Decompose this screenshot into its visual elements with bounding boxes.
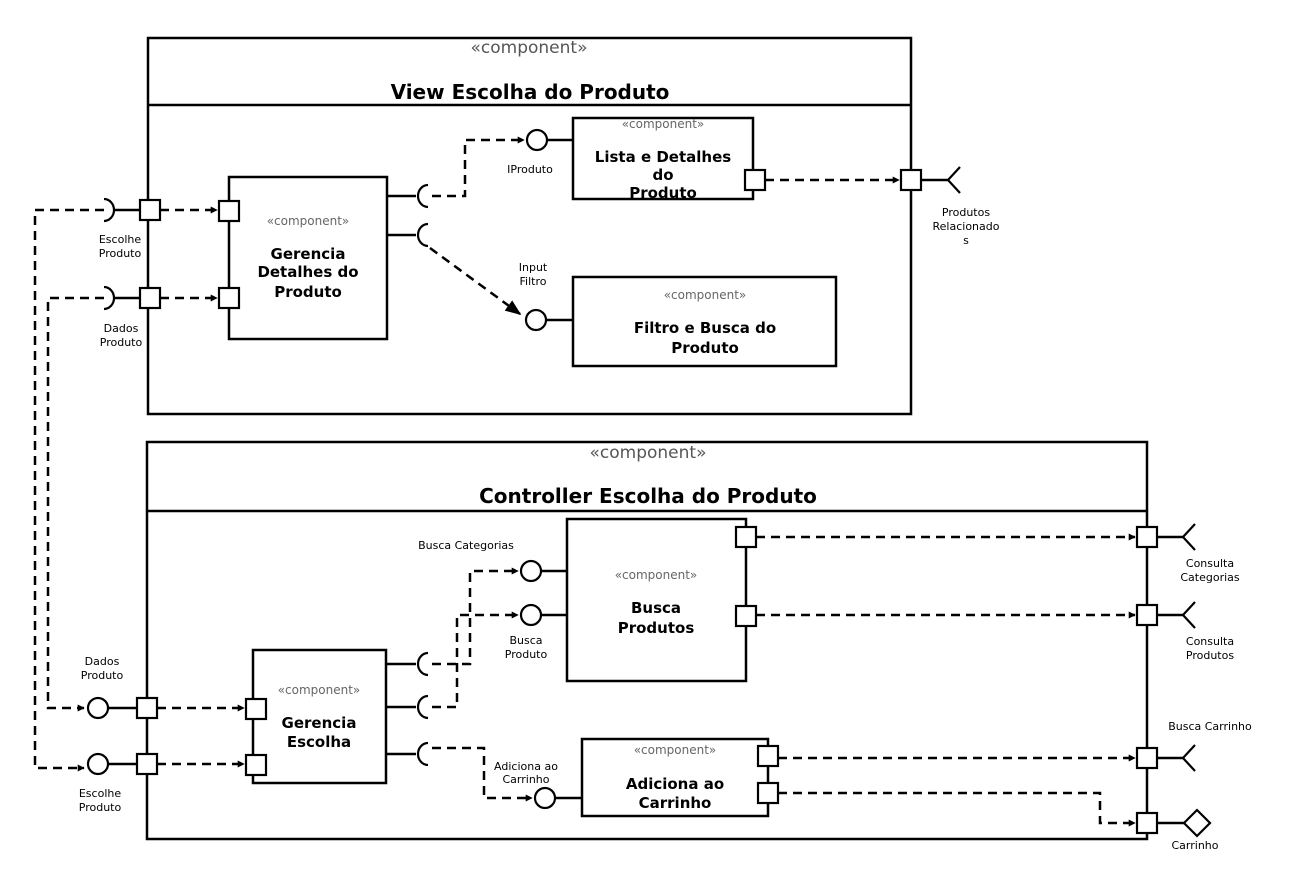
busca-produto-label-2: Produto [505, 648, 548, 661]
view-escolhe-label-2: Produto [99, 247, 142, 260]
gerencia-detalhes-ports [217, 199, 241, 310]
controller-escolhe-label-2: Produto [79, 801, 122, 814]
controller-title: Controller Escolha do Produto [479, 484, 817, 508]
gerencia-escolha-sockets [386, 651, 429, 767]
filtro-busca-name-1: Filtro e Busca do [634, 319, 776, 337]
filtro-busca-name-2: Produto [671, 339, 739, 357]
carrinho-label: Carrinho [1171, 839, 1218, 852]
produtos-relacionados-label-2: Relacionado [933, 220, 1000, 233]
controller-stereotype: «component» [590, 443, 707, 463]
busca-produtos-name-1: Busca [631, 599, 681, 617]
gerencia-detalhes-name-2: Detalhes do [257, 263, 358, 281]
gerencia-detalhes-stereotype: «component» [267, 214, 350, 228]
iproduto-label: IProduto [507, 163, 553, 176]
view-title: View Escolha do Produto [391, 80, 670, 104]
consulta-categorias-port[interactable]: Consulta Categorias [1135, 523, 1240, 584]
adiciona-carrinho-stereotype: «component» [634, 743, 717, 757]
gerencia-detalhes-name-1: Gerencia [271, 245, 346, 263]
gerencia-detalhes-component[interactable]: «component» Gerencia Detalhes do Produto [227, 175, 389, 341]
filtro-busca-component[interactable]: «component» Filtro e Busca do Produto [571, 275, 838, 368]
adiciona-ao-carrinho-interface: Adiciona ao Carrinho [494, 760, 582, 810]
adiciona-carrinho-name-2: Carrinho [639, 794, 712, 812]
controller-dados-label-2: Produto [81, 669, 124, 682]
lista-detalhes-component[interactable]: «component» Lista e Detalhes do Produto [571, 116, 755, 202]
gerencia-escolha-component[interactable]: «component» Gerencia Escolha [251, 648, 388, 785]
controller-dados-label-1: Dados [85, 655, 120, 668]
consulta-produtos-label-1: Consulta [1186, 635, 1234, 648]
gerencia-escolha-ports [244, 697, 268, 777]
produtos-relacionados-label-1: Produtos [942, 206, 990, 219]
view-stereotype: «component» [471, 38, 588, 58]
view-escolhe-produto-port[interactable]: Escolhe Produto [99, 197, 162, 260]
gerencia-detalhes-name-3: Produto [274, 283, 342, 301]
input-filtro-label-2: Filtro [520, 275, 547, 288]
lista-detalhes-name-3: Produto [629, 184, 697, 202]
view-dados-label-2: Produto [100, 336, 143, 349]
gerencia-escolha-name-1: Gerencia [282, 714, 357, 732]
consulta-categorias-label-2: Categorias [1180, 571, 1240, 584]
view-connectors [160, 136, 900, 316]
adiciona-ao-carrinho-label-2: Carrinho [502, 773, 549, 786]
view-escolhe-label-1: Escolhe [99, 233, 141, 246]
consulta-produtos-label-2: Produtos [1186, 649, 1234, 662]
adiciona-ao-carrinho-label-1: Adiciona ao [494, 760, 558, 773]
lista-detalhes-name-1: Lista e Detalhes [595, 148, 731, 166]
cross-component-connectors [33, 208, 104, 772]
view-dados-produto-port[interactable]: Dados Produto [100, 285, 162, 349]
busca-produtos-stereotype: «component» [615, 568, 698, 582]
consulta-categorias-label-1: Consulta [1186, 557, 1234, 570]
busca-categorias-label: Busca Categorias [418, 539, 514, 552]
controller-escolhe-produto-port[interactable]: Escolhe Produto [79, 752, 159, 814]
lista-detalhes-stereotype: «component» [622, 117, 705, 131]
produtos-relacionados-label-3: s [963, 234, 969, 247]
input-filtro-label-1: Input [519, 261, 548, 274]
iproduto-interface: IProduto [507, 128, 573, 176]
controller-escolhe-label-1: Escolhe [79, 787, 121, 800]
lista-detalhes-name-2: do [652, 166, 673, 184]
busca-produto-interface: Busca Produto [505, 603, 567, 661]
gerencia-escolha-stereotype: «component» [278, 683, 361, 697]
gerencia-detalhes-sockets [387, 183, 429, 248]
view-dados-label-1: Dados [104, 322, 139, 335]
adiciona-carrinho-ports [756, 744, 780, 805]
input-filtro-interface: Input Filtro [519, 261, 573, 332]
consulta-produtos-port[interactable]: Consulta Produtos [1135, 601, 1234, 662]
adiciona-carrinho-name-1: Adiciona ao [626, 775, 724, 793]
adiciona-carrinho-component[interactable]: «component» Adiciona ao Carrinho [580, 737, 770, 818]
controller-connectors [157, 533, 1136, 827]
busca-carrinho-port[interactable]: Busca Carrinho [1135, 720, 1252, 772]
gerencia-escolha-name-2: Escolha [287, 733, 351, 751]
controller-dados-produto-port[interactable]: Dados Produto [81, 655, 159, 720]
busca-produto-label-1: Busca [509, 634, 542, 647]
carrinho-port[interactable]: Carrinho [1135, 808, 1219, 852]
filtro-busca-stereotype: «component» [664, 288, 747, 302]
busca-produtos-name-2: Produtos [618, 619, 695, 637]
produtos-relacionados-port[interactable]: Produtos Relacionado s [899, 166, 1000, 247]
busca-carrinho-label: Busca Carrinho [1168, 720, 1252, 733]
busca-produtos-component[interactable]: «component» Busca Produtos [565, 517, 748, 683]
busca-categorias-interface: Busca Categorias [418, 539, 567, 583]
lista-detalhes-port [743, 168, 767, 192]
